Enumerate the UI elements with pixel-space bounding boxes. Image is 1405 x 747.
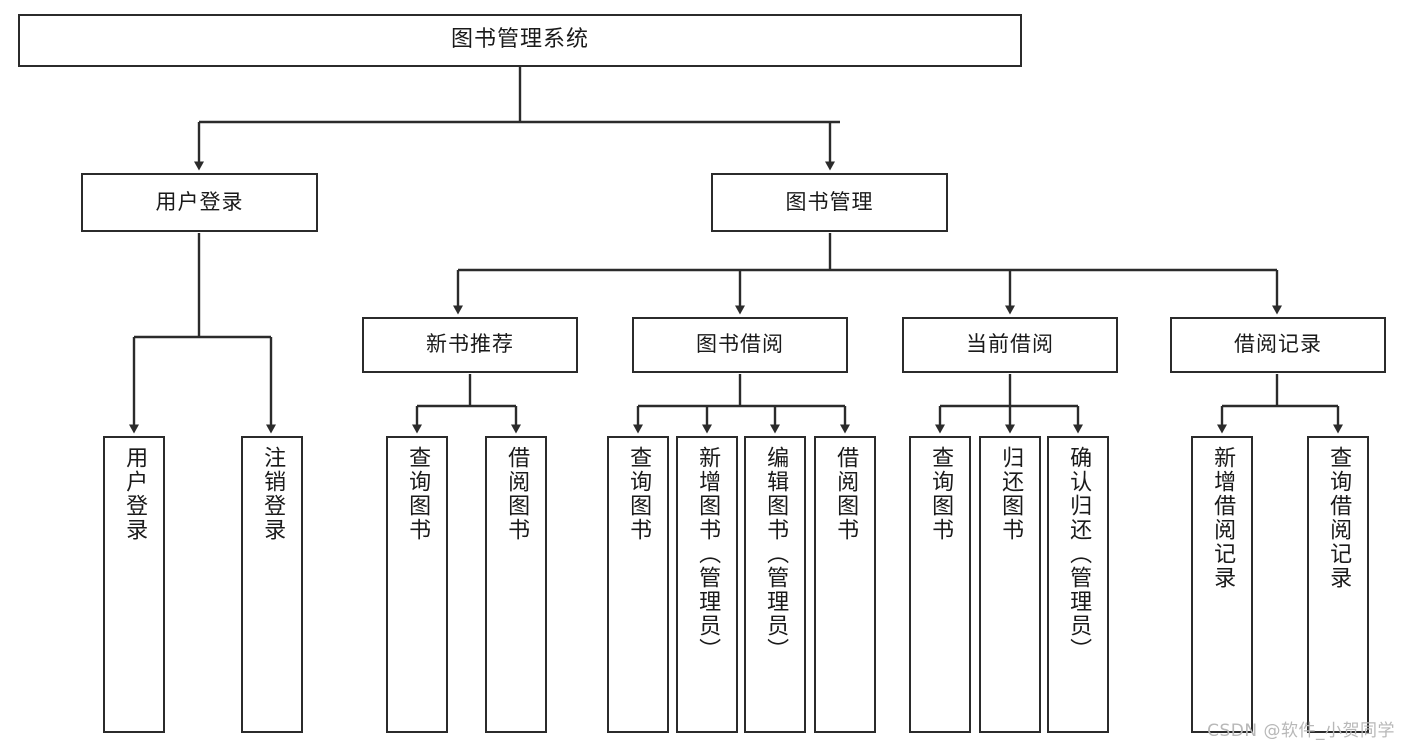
leaf-current-return-book[interactable]: 归还图书 bbox=[979, 436, 1041, 733]
node-user-login[interactable]: 用户登录 bbox=[81, 173, 318, 232]
leaf-label: 用户登录 bbox=[122, 446, 148, 542]
leaf-user-login-login[interactable]: 用户登录 bbox=[103, 436, 165, 733]
leaf-current-confirm-return-admin[interactable]: 确认归还（管理员） bbox=[1047, 436, 1109, 733]
leaf-label: 借阅图书 bbox=[504, 446, 530, 542]
leaf-new-book-borrow[interactable]: 借阅图书 bbox=[485, 436, 547, 733]
node-current-borrow[interactable]: 当前借阅 bbox=[902, 317, 1118, 373]
leaf-label: 查询借阅记录 bbox=[1326, 446, 1352, 590]
leaf-record-add-record[interactable]: 新增借阅记录 bbox=[1191, 436, 1253, 733]
node-borrow-record[interactable]: 借阅记录 bbox=[1170, 317, 1386, 373]
leaf-label: 新增借阅记录 bbox=[1210, 446, 1236, 590]
leaf-label: 查询图书 bbox=[626, 446, 652, 542]
leaf-label: 查询图书 bbox=[405, 446, 431, 542]
leaf-label: 查询图书 bbox=[928, 446, 954, 542]
leaf-borrow-query-book[interactable]: 查询图书 bbox=[607, 436, 669, 733]
leaf-label: 注销登录 bbox=[260, 446, 286, 542]
leaf-label: 编辑图书（管理员） bbox=[763, 446, 789, 662]
leaf-borrow-add-book-admin[interactable]: 新增图书（管理员） bbox=[676, 436, 738, 733]
node-book-borrow[interactable]: 图书借阅 bbox=[632, 317, 848, 373]
leaf-label: 新增图书（管理员） bbox=[695, 446, 721, 662]
leaf-new-book-query[interactable]: 查询图书 bbox=[386, 436, 448, 733]
leaf-current-query-book[interactable]: 查询图书 bbox=[909, 436, 971, 733]
leaf-label: 归还图书 bbox=[998, 446, 1024, 542]
node-new-book-recommend[interactable]: 新书推荐 bbox=[362, 317, 578, 373]
leaf-borrow-borrow-book[interactable]: 借阅图书 bbox=[814, 436, 876, 733]
csdn-watermark: CSDN @软件_小贺同学 bbox=[1207, 721, 1395, 741]
leaf-borrow-edit-book-admin[interactable]: 编辑图书（管理员） bbox=[744, 436, 806, 733]
leaf-user-login-logout[interactable]: 注销登录 bbox=[241, 436, 303, 733]
node-book-management[interactable]: 图书管理 bbox=[711, 173, 948, 232]
node-root-system[interactable]: 图书管理系统 bbox=[18, 14, 1022, 67]
leaf-label: 借阅图书 bbox=[833, 446, 859, 542]
leaf-record-query-record[interactable]: 查询借阅记录 bbox=[1307, 436, 1369, 733]
leaf-label: 确认归还（管理员） bbox=[1066, 446, 1092, 662]
